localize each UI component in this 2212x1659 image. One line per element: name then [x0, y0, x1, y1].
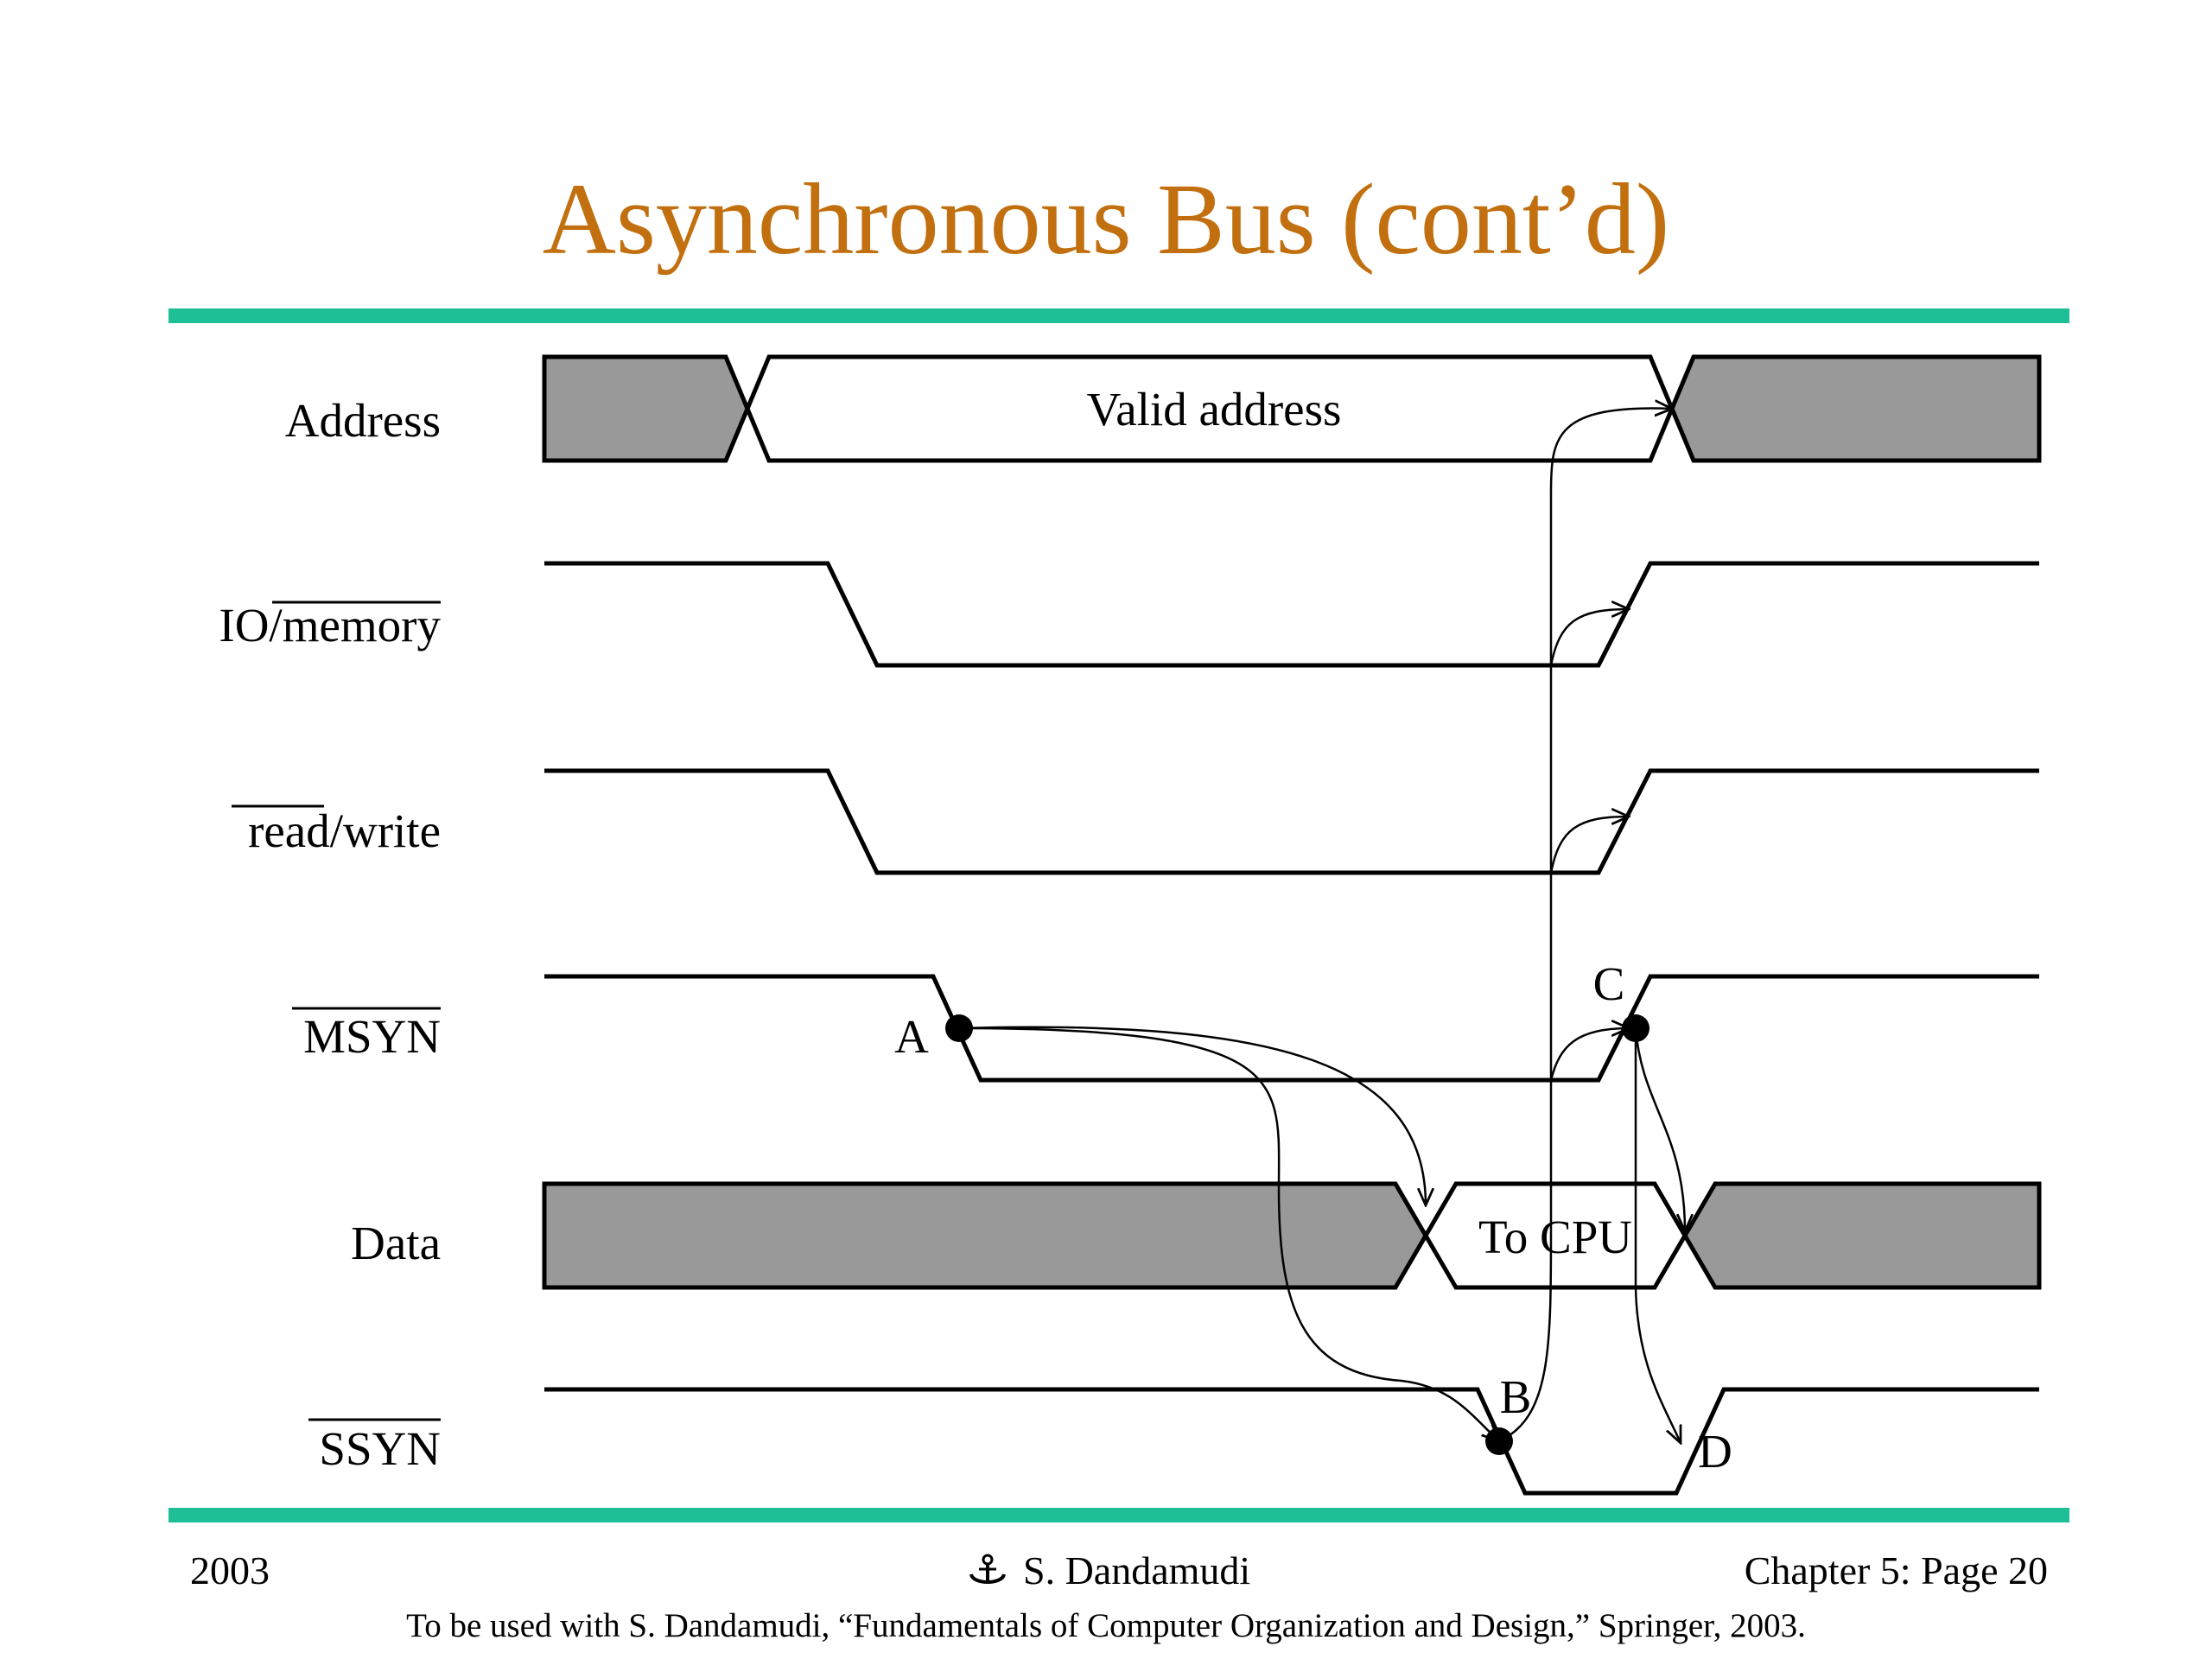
- signal-label-data: Data: [351, 1217, 441, 1269]
- top-rule: [168, 308, 2069, 323]
- arrow-a-to-data: [958, 1026, 1426, 1205]
- address-invalid-left: [542, 354, 750, 463]
- footer-note: To be used with S. Dandamudi, “Fundament…: [406, 1607, 1806, 1644]
- event-label-d: D: [1698, 1425, 1732, 1478]
- signal-label-io-memory: IO/memory: [219, 599, 441, 652]
- footer-author: S. Dandamudi: [968, 1551, 1250, 1591]
- address-valid-label: Valid address: [1087, 383, 1342, 435]
- slide-title: Asynchronous Bus (cont’d): [542, 162, 1670, 276]
- event-a-dot: [945, 1014, 973, 1042]
- address-invalid-right: [1669, 354, 2042, 463]
- io-memory-bar: memory: [283, 599, 442, 652]
- arrow-b-to-address: [1498, 409, 1672, 1443]
- event-b-dot: [1485, 1427, 1513, 1455]
- footer-year: 2003: [190, 1548, 270, 1592]
- io-prefix: IO/: [219, 599, 283, 652]
- bottom-rule: [168, 1508, 2069, 1522]
- arrow-a-to-b: [958, 1027, 1499, 1441]
- read-write-waveform: [544, 768, 2039, 875]
- signal-label-msyn: MSYN: [303, 1010, 441, 1063]
- arrow-b-to-rw: [1549, 817, 1629, 874]
- msyn-waveform: [544, 974, 2039, 1083]
- event-label-a: A: [894, 1010, 929, 1063]
- arrow-b-to-io: [1549, 609, 1629, 666]
- anchor-icon: [969, 1554, 1006, 1584]
- signal-label-ssyn: SSYN: [319, 1422, 441, 1475]
- footer-author-name: S. Dandamudi: [1023, 1548, 1251, 1592]
- data-invalid-right: [1682, 1181, 2042, 1290]
- event-label-c: C: [1593, 957, 1625, 1010]
- arrow-c-to-d: [1634, 1028, 1681, 1443]
- io-memory-waveform: [544, 561, 2039, 668]
- event-c-dot: [1622, 1014, 1649, 1042]
- rw-read-bar: read: [248, 804, 330, 857]
- event-label-b: B: [1500, 1370, 1532, 1423]
- arrow-b-to-c: [1549, 1028, 1629, 1081]
- rw-suffix: /write: [330, 804, 441, 857]
- data-valid-label: To CPU: [1478, 1211, 1632, 1263]
- arrow-c-to-data: [1634, 1027, 1685, 1231]
- footer-page: Chapter 5: Page 20: [1744, 1548, 2048, 1592]
- signal-label-read-write: read/write: [248, 804, 441, 857]
- ssyn-waveform: [544, 1387, 2039, 1496]
- signal-label-address: Address: [285, 394, 441, 447]
- data-invalid-left: [542, 1181, 1428, 1290]
